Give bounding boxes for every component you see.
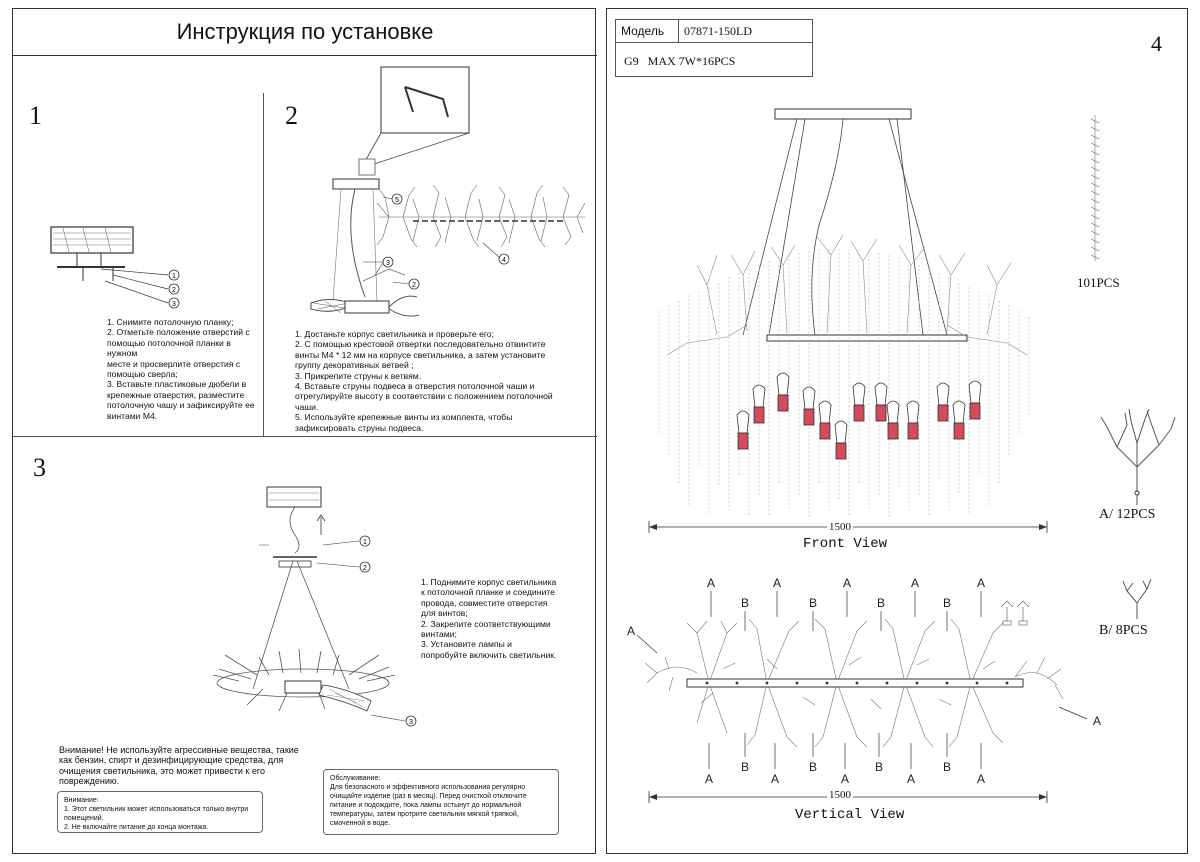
marker-a-bottom-1: A bbox=[705, 772, 713, 786]
service-box-text: Для безопасного и эффективного использов… bbox=[330, 784, 527, 827]
title-divider bbox=[13, 55, 597, 56]
step1-ceiling-diagram: 1 2 3 bbox=[50, 226, 180, 309]
step2-assembly-diagram: 5 3 2 4 bbox=[310, 66, 586, 317]
step3-mounting-diagram: 1 2 3 bbox=[212, 486, 417, 727]
step2-callout-2: 2 bbox=[412, 282, 416, 289]
step2-callout-4: 4 bbox=[502, 257, 506, 264]
step1-callout-1: 1 bbox=[172, 273, 176, 280]
step2-callout-3: 3 bbox=[386, 260, 390, 267]
right-spec-sheet: Модель 07871-150LD G9 MAX 7W*16PCS 4 bbox=[606, 8, 1188, 854]
marker-b-bottom-2: B bbox=[809, 760, 817, 774]
branch-b-part bbox=[1122, 578, 1152, 619]
front-view-drawing bbox=[658, 108, 1030, 517]
step1-number: 1 bbox=[29, 101, 42, 130]
spec-table: Модель 07871-150LD G9 MAX 7W*16PCS bbox=[615, 19, 813, 77]
front-view-label: Front View bbox=[803, 536, 888, 552]
marker-a-left: A bbox=[627, 624, 635, 638]
note-box-title: Внимание: bbox=[64, 797, 99, 804]
note-box: Внимание: 1. Этот светильник может испол… bbox=[57, 791, 263, 833]
marker-b-bottom-1: B bbox=[741, 760, 749, 774]
marker-a-bottom-2: A bbox=[771, 772, 779, 786]
step3-text: 1. Поднимите корпус светильника к потоло… bbox=[421, 577, 557, 660]
marker-b-top-1: B bbox=[741, 596, 749, 610]
vertical-view-dimension: 1500 bbox=[827, 789, 853, 801]
step1-text: 1. Снимите потолочную планку; 2. Отметьт… bbox=[107, 317, 255, 421]
service-box: Обслуживание: Для безопасного и эффектив… bbox=[323, 769, 559, 835]
page-number: 4 bbox=[1151, 31, 1162, 56]
left-instruction-sheet: Инструкция по установке 1 1 2 3 1. Сними… bbox=[12, 8, 597, 854]
marker-b-bottom-4: B bbox=[943, 760, 951, 774]
step1-callout-2: 2 bbox=[172, 287, 176, 294]
model-value: 07871-150LD bbox=[684, 24, 752, 38]
marker-b-top-3: B bbox=[877, 596, 885, 610]
marker-a-top-5: A bbox=[977, 576, 985, 590]
step-divider-horizontal bbox=[13, 436, 597, 437]
marker-a-top-2: A bbox=[773, 576, 781, 590]
step3-callout-3: 3 bbox=[409, 719, 413, 726]
marker-b-top-2: B bbox=[809, 596, 817, 610]
part-b-label: B/ 8PCS bbox=[1099, 623, 1148, 638]
marker-b-top-4: B bbox=[943, 596, 951, 610]
lamp-spec: G9 MAX 7W*16PCS bbox=[624, 54, 736, 68]
marker-a-bottom-3: A bbox=[841, 772, 849, 786]
front-view-dimension: 1500 bbox=[827, 521, 853, 533]
marker-a-bottom-4: A bbox=[907, 772, 915, 786]
step2-number: 2 bbox=[285, 101, 298, 130]
marker-b-bottom-3: B bbox=[875, 760, 883, 774]
marker-a-top-3: A bbox=[843, 576, 851, 590]
step3-number: 3 bbox=[33, 453, 46, 482]
part-a-label: A/ 12PCS bbox=[1099, 507, 1156, 522]
branch-a-part bbox=[1100, 408, 1176, 505]
vertical-view-label: Vertical View bbox=[795, 807, 905, 823]
model-label: Модель bbox=[621, 24, 665, 38]
step2-text: 1. Достаньте корпус светильника и провер… bbox=[295, 329, 553, 433]
marker-a-top-4: A bbox=[911, 576, 919, 590]
warning-text: Внимание! Не используйте агрессивные вещ… bbox=[59, 745, 299, 787]
marker-a-bottom-5: A bbox=[977, 772, 985, 786]
note-box-text: 1. Этот светильник может использоваться … bbox=[64, 806, 249, 831]
vertical-view-drawing: A B A B A B A B A A A A B A B A B A B A bbox=[627, 576, 1101, 786]
sheet-title: Инструкция по установке bbox=[176, 19, 434, 44]
marker-a-top-1: A bbox=[707, 576, 715, 590]
part-101-label: 101PCS bbox=[1077, 275, 1120, 290]
step1-callout-3: 3 bbox=[172, 301, 176, 308]
step2-callout-5: 5 bbox=[395, 197, 399, 204]
marker-a-right: A bbox=[1093, 714, 1101, 728]
step3-callout-1: 1 bbox=[363, 539, 367, 546]
step3-callout-2: 2 bbox=[363, 565, 367, 572]
step-divider-vertical bbox=[263, 93, 264, 436]
crystal-string-part bbox=[1090, 115, 1100, 261]
service-box-title: Обслуживание: bbox=[330, 775, 381, 782]
